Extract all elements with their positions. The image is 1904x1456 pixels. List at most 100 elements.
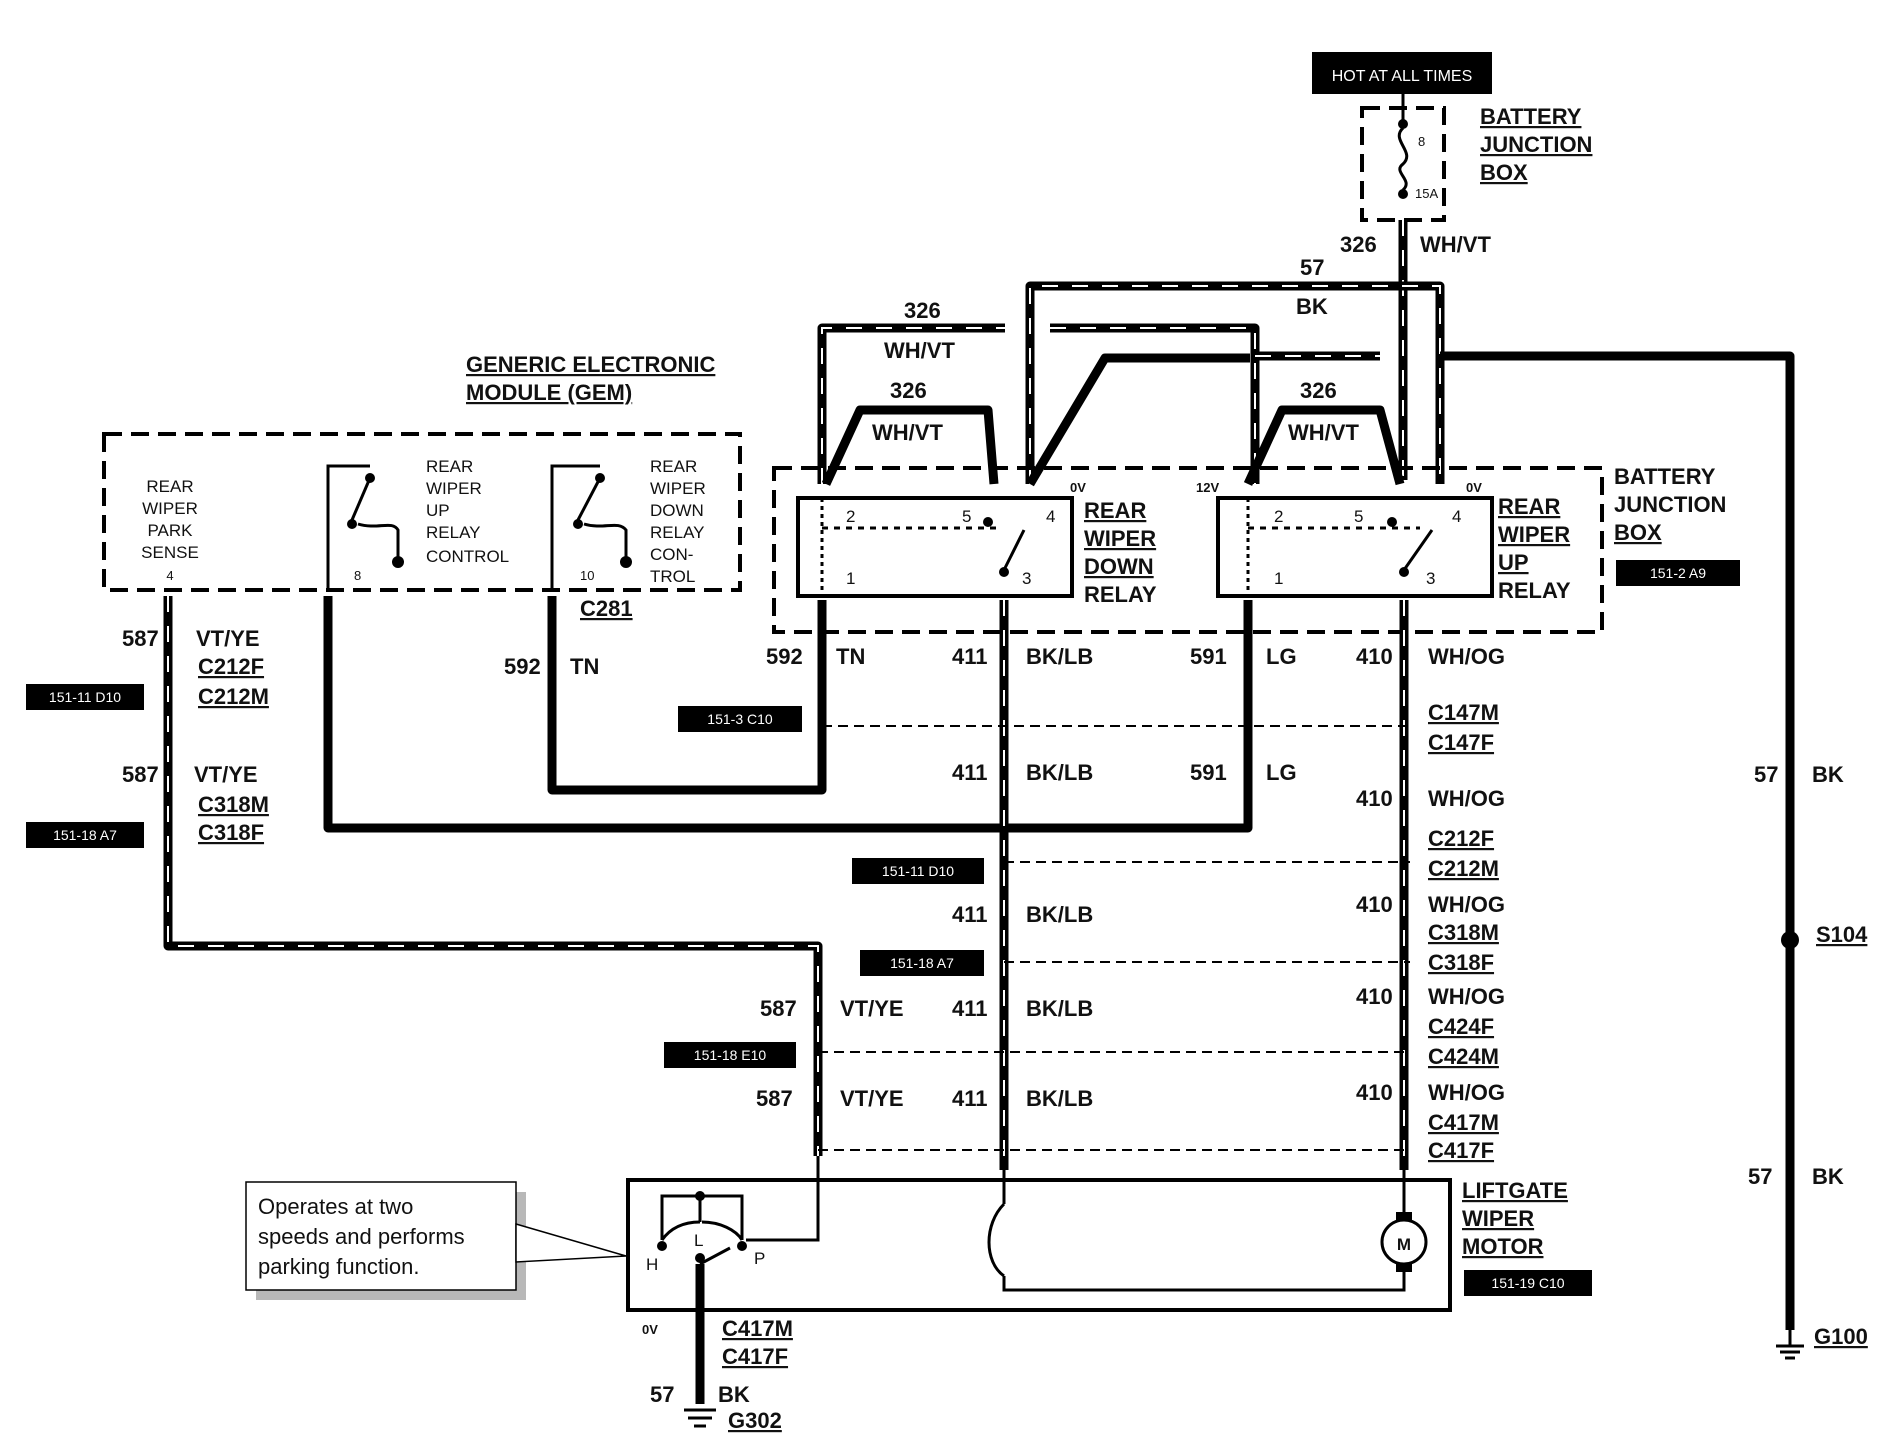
wire-587-d-num: 587 (756, 1086, 793, 1111)
conn-c318-m: C318M (198, 792, 269, 817)
down-relay-label-2: WIPER (1084, 526, 1156, 551)
wire-57-bottom-color: BK (718, 1382, 750, 1407)
gem-title-line1: GENERIC ELECTRONIC (466, 352, 715, 377)
svg-text:RELAY: RELAY (650, 523, 705, 542)
down-relay-label-3: DOWN (1084, 554, 1154, 579)
conn-c212-f: C212F (198, 654, 264, 679)
wire-410-c-num: 410 (1356, 892, 1393, 917)
wire-411-a-num: 411 (952, 644, 988, 669)
wire-592-b-color: TN (836, 644, 865, 669)
svg-text:UP: UP (426, 501, 450, 520)
svg-text:H: H (646, 1255, 658, 1274)
svg-text:5: 5 (962, 507, 971, 526)
wire-587-path (163, 596, 823, 1156)
ground-g100-icon (1776, 1330, 1804, 1360)
motor-speed-switch: H L P (646, 1156, 820, 1310)
conn-c147-m: C147M (1428, 700, 1499, 725)
wire-326-top-loop (817, 323, 1380, 484)
svg-text:5: 5 (1354, 507, 1363, 526)
battery-box-right-line1: BATTERY (1614, 464, 1716, 489)
svg-text:HOT AT ALL TIMES: HOT AT ALL TIMES (1332, 68, 1473, 85)
wire-57-right-a-num: 57 (1754, 762, 1778, 787)
conn-c147-f: C147F (1428, 730, 1494, 755)
wire-410-a-color: WH/OG (1428, 644, 1505, 669)
callout-note: Operates at two speeds and performs park… (245, 1181, 627, 1300)
wire-587-b-num: 587 (122, 762, 159, 787)
motor-label-3: MOTOR (1462, 1234, 1544, 1259)
gem-title-line2: MODULE (GEM) (466, 380, 632, 405)
conn-c318r-f: C318F (1428, 950, 1494, 975)
svg-text:WIPER: WIPER (142, 499, 198, 518)
wire-411-d-color: BK/LB (1026, 996, 1093, 1021)
svg-text:CONTROL: CONTROL (426, 547, 509, 566)
conn-c424-m: C424M (1428, 1044, 1499, 1069)
svg-text:M: M (1397, 1235, 1411, 1254)
ref-tag-7: 151-19 C10 (1464, 1270, 1592, 1296)
battery-junction-box-fuse: 8 15A (1360, 94, 1446, 222)
wire-411-e-color: BK/LB (1026, 1086, 1093, 1111)
svg-text:12V: 12V (1196, 480, 1219, 495)
wire-326-b-num: 326 (890, 378, 927, 403)
svg-text:WIPER: WIPER (650, 479, 706, 498)
ref-tag-3: 151-3 C10 (678, 706, 802, 732)
svg-text:1: 1 (1274, 569, 1283, 588)
svg-text:REAR: REAR (426, 457, 473, 476)
svg-text:REAR: REAR (650, 457, 697, 476)
wire-592-path (547, 596, 827, 795)
svg-text:1: 1 (846, 569, 855, 588)
conn-c417-m: C417M (1428, 1110, 1499, 1135)
wire-587-a-num: 587 (122, 626, 159, 651)
down-relay-label-1: REAR (1084, 498, 1146, 523)
battery-box-right-line2: JUNCTION (1614, 492, 1726, 517)
conn-c212r-f: C212F (1428, 826, 1494, 851)
svg-text:3: 3 (1426, 569, 1435, 588)
ground-g302-label: G302 (728, 1408, 782, 1433)
svg-text:P: P (754, 1249, 765, 1268)
wire-591-a-color: LG (1266, 644, 1297, 669)
motor-label-2: WIPER (1462, 1206, 1534, 1231)
wire-57-bottom-num: 57 (650, 1382, 674, 1407)
wire-592-b-num: 592 (766, 644, 803, 669)
wire-410-d-color: WH/OG (1428, 984, 1505, 1009)
svg-text:0V: 0V (1466, 480, 1482, 495)
battery-box-right-line3: BOX (1614, 520, 1662, 545)
wire-591-b-num: 591 (1190, 760, 1227, 785)
ref-tag-6: 151-18 E10 (664, 1042, 796, 1068)
svg-text:2: 2 (846, 507, 855, 526)
conn-c417-f: C417F (1428, 1138, 1494, 1163)
up-relay-label-1: REAR (1498, 494, 1560, 519)
gem-up-relay-control: REAR WIPER UP RELAY CONTROL 8 (326, 457, 509, 590)
svg-text:4: 4 (166, 568, 173, 583)
svg-text:Operates at two: Operates at two (258, 1194, 413, 1219)
svg-text:151-11 D10: 151-11 D10 (882, 863, 954, 879)
conn-c318r-m: C318M (1428, 920, 1499, 945)
wire-57-right-a-color: BK (1812, 762, 1844, 787)
svg-text:SENSE: SENSE (141, 543, 199, 562)
battery-box-top-line2: JUNCTION (1480, 132, 1592, 157)
wire-326-c-color: WH/VT (1288, 420, 1359, 445)
svg-text:151-18 A7: 151-18 A7 (890, 955, 954, 971)
wire-410-a-num: 410 (1356, 644, 1393, 669)
svg-text:RELAY: RELAY (426, 523, 481, 542)
conn-c417b-f: C417F (722, 1344, 788, 1369)
svg-text:151-11 D10: 151-11 D10 (49, 689, 121, 705)
motor-label-1: LIFTGATE (1462, 1178, 1568, 1203)
wire-410-c-color: WH/OG (1428, 892, 1505, 917)
svg-text:L: L (694, 1231, 703, 1250)
wire-411-b-color: BK/LB (1026, 760, 1093, 785)
svg-text:REAR: REAR (146, 477, 193, 496)
wire-326-b-color: WH/VT (872, 420, 943, 445)
wire-411-e-num: 411 (952, 1086, 988, 1111)
wire-326-top-num: 326 (1340, 232, 1377, 257)
gem-module-box (102, 432, 742, 592)
conn-c212r-m: C212M (1428, 856, 1499, 881)
svg-text:15A: 15A (1415, 186, 1438, 201)
wire-410-d-num: 410 (1356, 984, 1393, 1009)
wire-587-c-color: VT/YE (840, 996, 904, 1021)
svg-text:parking function.: parking function. (258, 1254, 419, 1279)
wire-591-a-num: 591 (1190, 644, 1227, 669)
wire-410-e-color: WH/OG (1428, 1080, 1505, 1105)
wire-down-relay-feed (1026, 353, 1250, 487)
wire-57-top-color: BK (1296, 294, 1328, 319)
